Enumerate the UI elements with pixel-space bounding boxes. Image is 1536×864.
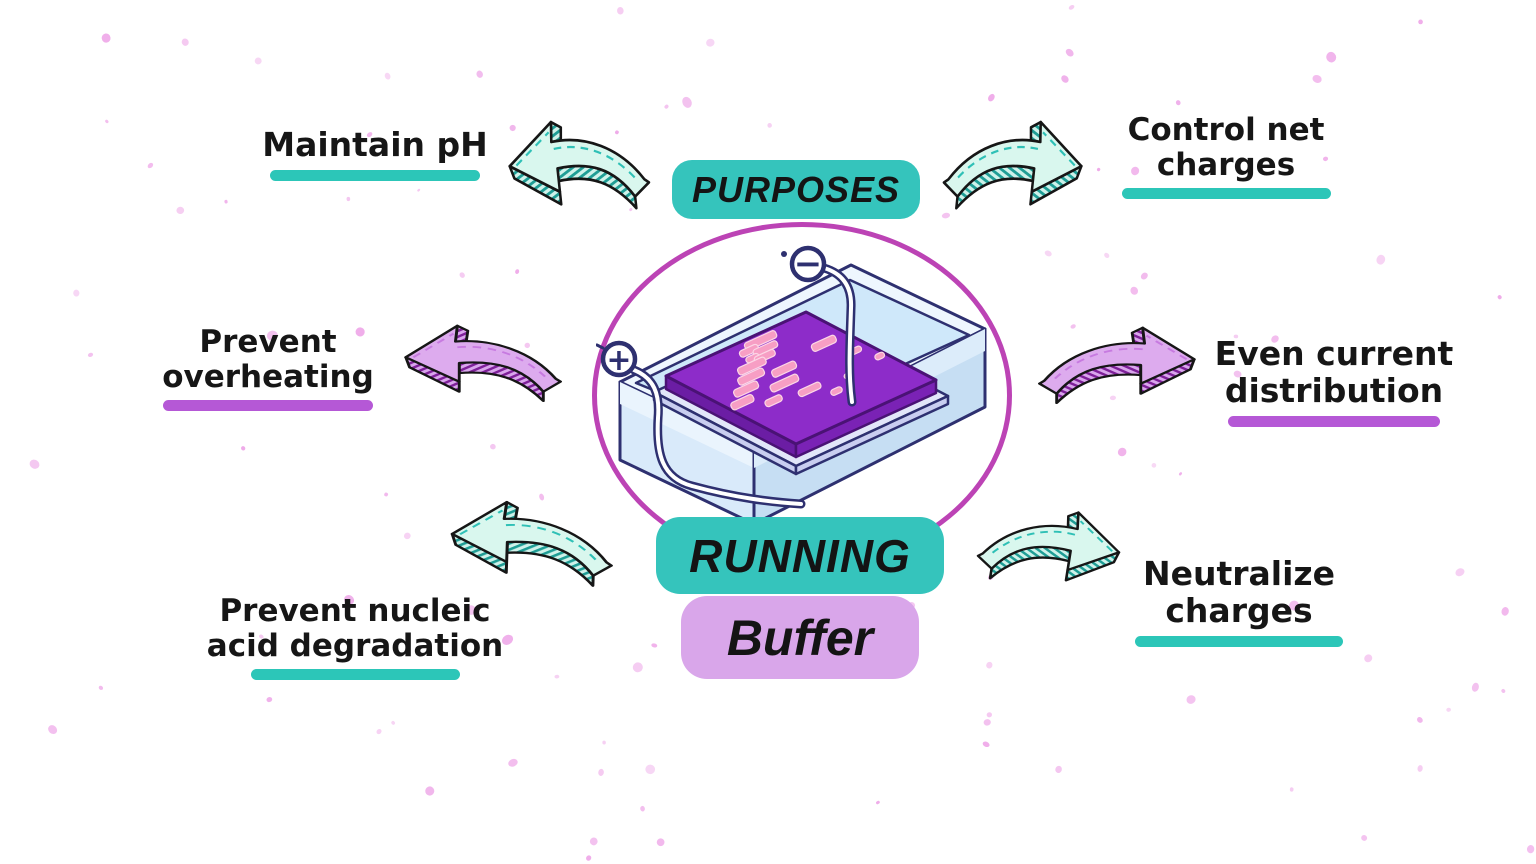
arrow-to-neutralize-charges-icon xyxy=(964,491,1130,604)
label-control-net-charges: Control net charges xyxy=(1101,112,1351,200)
arrow-to-control-net-charges-icon xyxy=(931,104,1091,227)
label-text: charges xyxy=(1165,590,1313,630)
arrow-to-even-current-icon xyxy=(1028,322,1200,408)
arrow-to-prevent-nucleic-icon xyxy=(444,494,625,592)
label-text: Control net xyxy=(1127,112,1325,148)
electrode-negative: − xyxy=(781,244,827,284)
buffer-badge: Buffer xyxy=(681,596,919,679)
running-badge: RUNNING xyxy=(656,517,944,594)
label-text: Maintain pH xyxy=(262,125,488,164)
underline-stroke xyxy=(163,400,373,412)
label-text: overheating xyxy=(162,358,374,395)
label-prevent-nucleic-acid-degradation: Prevent nucleic acid degradation xyxy=(205,593,505,681)
label-text: acid degradation xyxy=(206,627,504,664)
label-prevent-overheating: Prevent overheating xyxy=(143,324,393,412)
label-even-current-distribution: Even current distribution xyxy=(1208,334,1460,427)
gel-slab xyxy=(664,310,938,459)
gel-electrophoresis-tank-illustration: − + xyxy=(596,244,987,524)
label-text: charges xyxy=(1156,146,1296,183)
underline-stroke xyxy=(250,669,460,681)
gel-sample-bands xyxy=(730,330,886,411)
plus-icon: + xyxy=(606,343,631,378)
label-text: Prevent nucleic xyxy=(219,593,491,629)
arrow-to-maintain-ph-icon xyxy=(500,104,662,227)
purposes-badge: PURPOSES xyxy=(672,160,920,219)
arrow-to-prevent-overheating-icon xyxy=(400,320,572,406)
label-text: Even current xyxy=(1214,334,1454,373)
label-neutralize-charges: Neutralize charges xyxy=(1114,554,1364,647)
label-text: distribution xyxy=(1224,370,1444,410)
minus-icon: − xyxy=(794,244,823,284)
running-badge-label: RUNNING xyxy=(689,529,911,582)
underline-stroke xyxy=(1135,635,1343,647)
underline-stroke xyxy=(270,169,480,181)
label-maintain-ph: Maintain pH xyxy=(250,125,500,181)
underline-stroke xyxy=(1121,188,1331,200)
label-text: Neutralize xyxy=(1142,554,1336,593)
electrode-positive: + xyxy=(596,340,638,378)
purposes-badge-label: PURPOSES xyxy=(691,168,901,210)
buffer-badge-label: Buffer xyxy=(726,609,874,666)
label-text: Prevent xyxy=(199,324,337,360)
underline-stroke xyxy=(1228,415,1440,427)
electrode-wires xyxy=(629,263,857,509)
